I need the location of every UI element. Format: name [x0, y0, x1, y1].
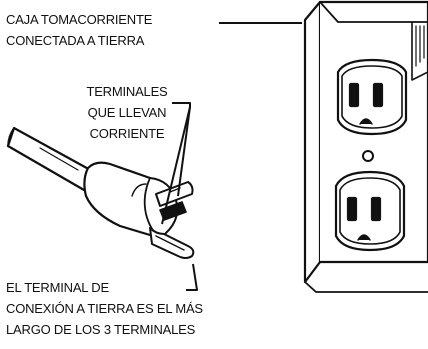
upper-slot-left — [348, 82, 360, 108]
leader-lines — [161, 22, 302, 291]
ground-prong — [149, 227, 195, 259]
outlet-box — [303, 0, 428, 293]
ground-label-line-2: CONEXIÓN A TIERRA ES EL MÁS — [6, 301, 203, 316]
ground-leader — [186, 263, 198, 291]
live-leader — [172, 102, 191, 107]
live-terminals-label: TERMINALES QUE LLEVAN CORRIENTE — [69, 81, 185, 144]
center-screw — [362, 150, 374, 162]
ground-terminal-label: EL TERMINAL DE CONEXIÓN A TIERRA ES EL M… — [6, 277, 203, 340]
live-label-line-3: CORRIENTE — [89, 126, 165, 141]
lower-slot-right — [370, 196, 382, 222]
lower-receptacle — [334, 170, 406, 252]
outlet-label-line-2: CONECTADA A TIERRA — [6, 33, 145, 48]
live-label-line-1: TERMINALES — [86, 84, 168, 99]
upper-slot-right — [372, 82, 384, 108]
upper-receptacle — [336, 58, 408, 136]
live-prong-lower — [159, 201, 187, 221]
outlet-side-shade — [411, 21, 428, 81]
ground-label-line-1: EL TERMINAL DE — [6, 280, 109, 295]
live-label-line-2: QUE LLEVAN — [87, 105, 167, 120]
outlet-label: CAJA TOMACORRIENTE CONECTADA A TIERRA — [6, 9, 152, 51]
outlet-bevel — [319, 1, 428, 23]
plug-assembly — [6, 126, 195, 259]
outlet-plate-front — [303, 0, 322, 284]
ground-label-line-3: LARGO DE LOS 3 TERMINALES — [6, 322, 196, 337]
outlet-base — [304, 281, 428, 293]
upper-ground-hole — [359, 118, 373, 125]
lower-slot-left — [346, 196, 358, 222]
outlet-label-line-1: CAJA TOMACORRIENTE — [6, 12, 153, 27]
live-prong-upper — [155, 181, 194, 207]
lower-ground-hole — [357, 234, 371, 241]
